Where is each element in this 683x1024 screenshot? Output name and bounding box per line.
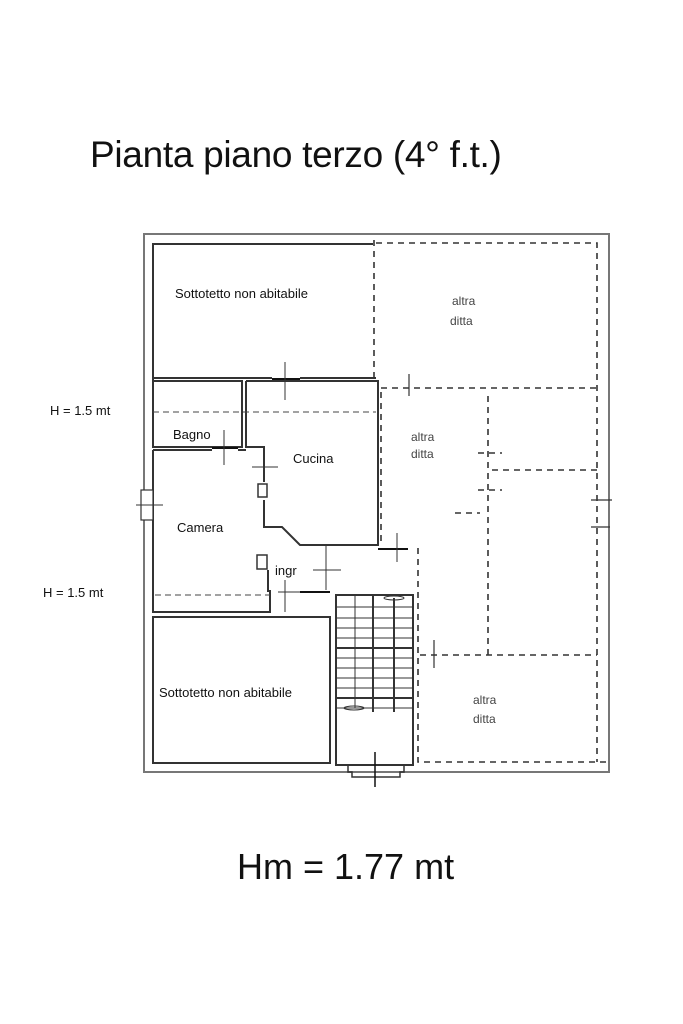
room-label-sottotetto-top: Sottotetto non abitabile <box>175 286 308 301</box>
other-unit-label-line2: ditta <box>473 712 496 726</box>
room-cucina <box>245 380 379 546</box>
room-label-camera: Camera <box>177 520 224 535</box>
chimney <box>257 483 268 498</box>
stair-steps <box>336 595 413 712</box>
room-sottotetto-bottom <box>152 616 331 764</box>
other-unit-label-line1: altra <box>473 693 497 707</box>
height-annotation-upper: H = 1.5 mt <box>50 403 111 418</box>
room-label-sottotetto-bottom: Sottotetto non abitabile <box>159 685 292 700</box>
stair-entry <box>347 765 405 778</box>
other-unit-label-line1: altra <box>452 294 476 308</box>
plan-title: Pianta piano terzo (4° f.t.) <box>90 134 502 175</box>
partition-markers <box>408 374 612 668</box>
average-height-label: Hm = 1.77 mt <box>237 846 455 887</box>
wall-sottotetto-top <box>152 243 373 380</box>
other-unit-boundaries <box>373 240 610 763</box>
room-label-cucina: Cucina <box>293 451 334 466</box>
stair-arrow <box>343 705 365 711</box>
stair-arrow <box>383 595 405 601</box>
room-camera <box>152 449 271 613</box>
other-unit-label-line1: altra <box>411 430 435 444</box>
stairwell <box>335 594 414 766</box>
pillar <box>256 554 268 570</box>
other-unit-label-line2: ditta <box>450 314 473 328</box>
other-unit-label-line2: ditta <box>411 447 434 461</box>
room-label-ingresso: ingr <box>275 563 297 578</box>
room-label-bagno: Bagno <box>173 427 211 442</box>
height-annotation-lower: H = 1.5 mt <box>43 585 104 600</box>
room-bagno <box>152 380 243 448</box>
